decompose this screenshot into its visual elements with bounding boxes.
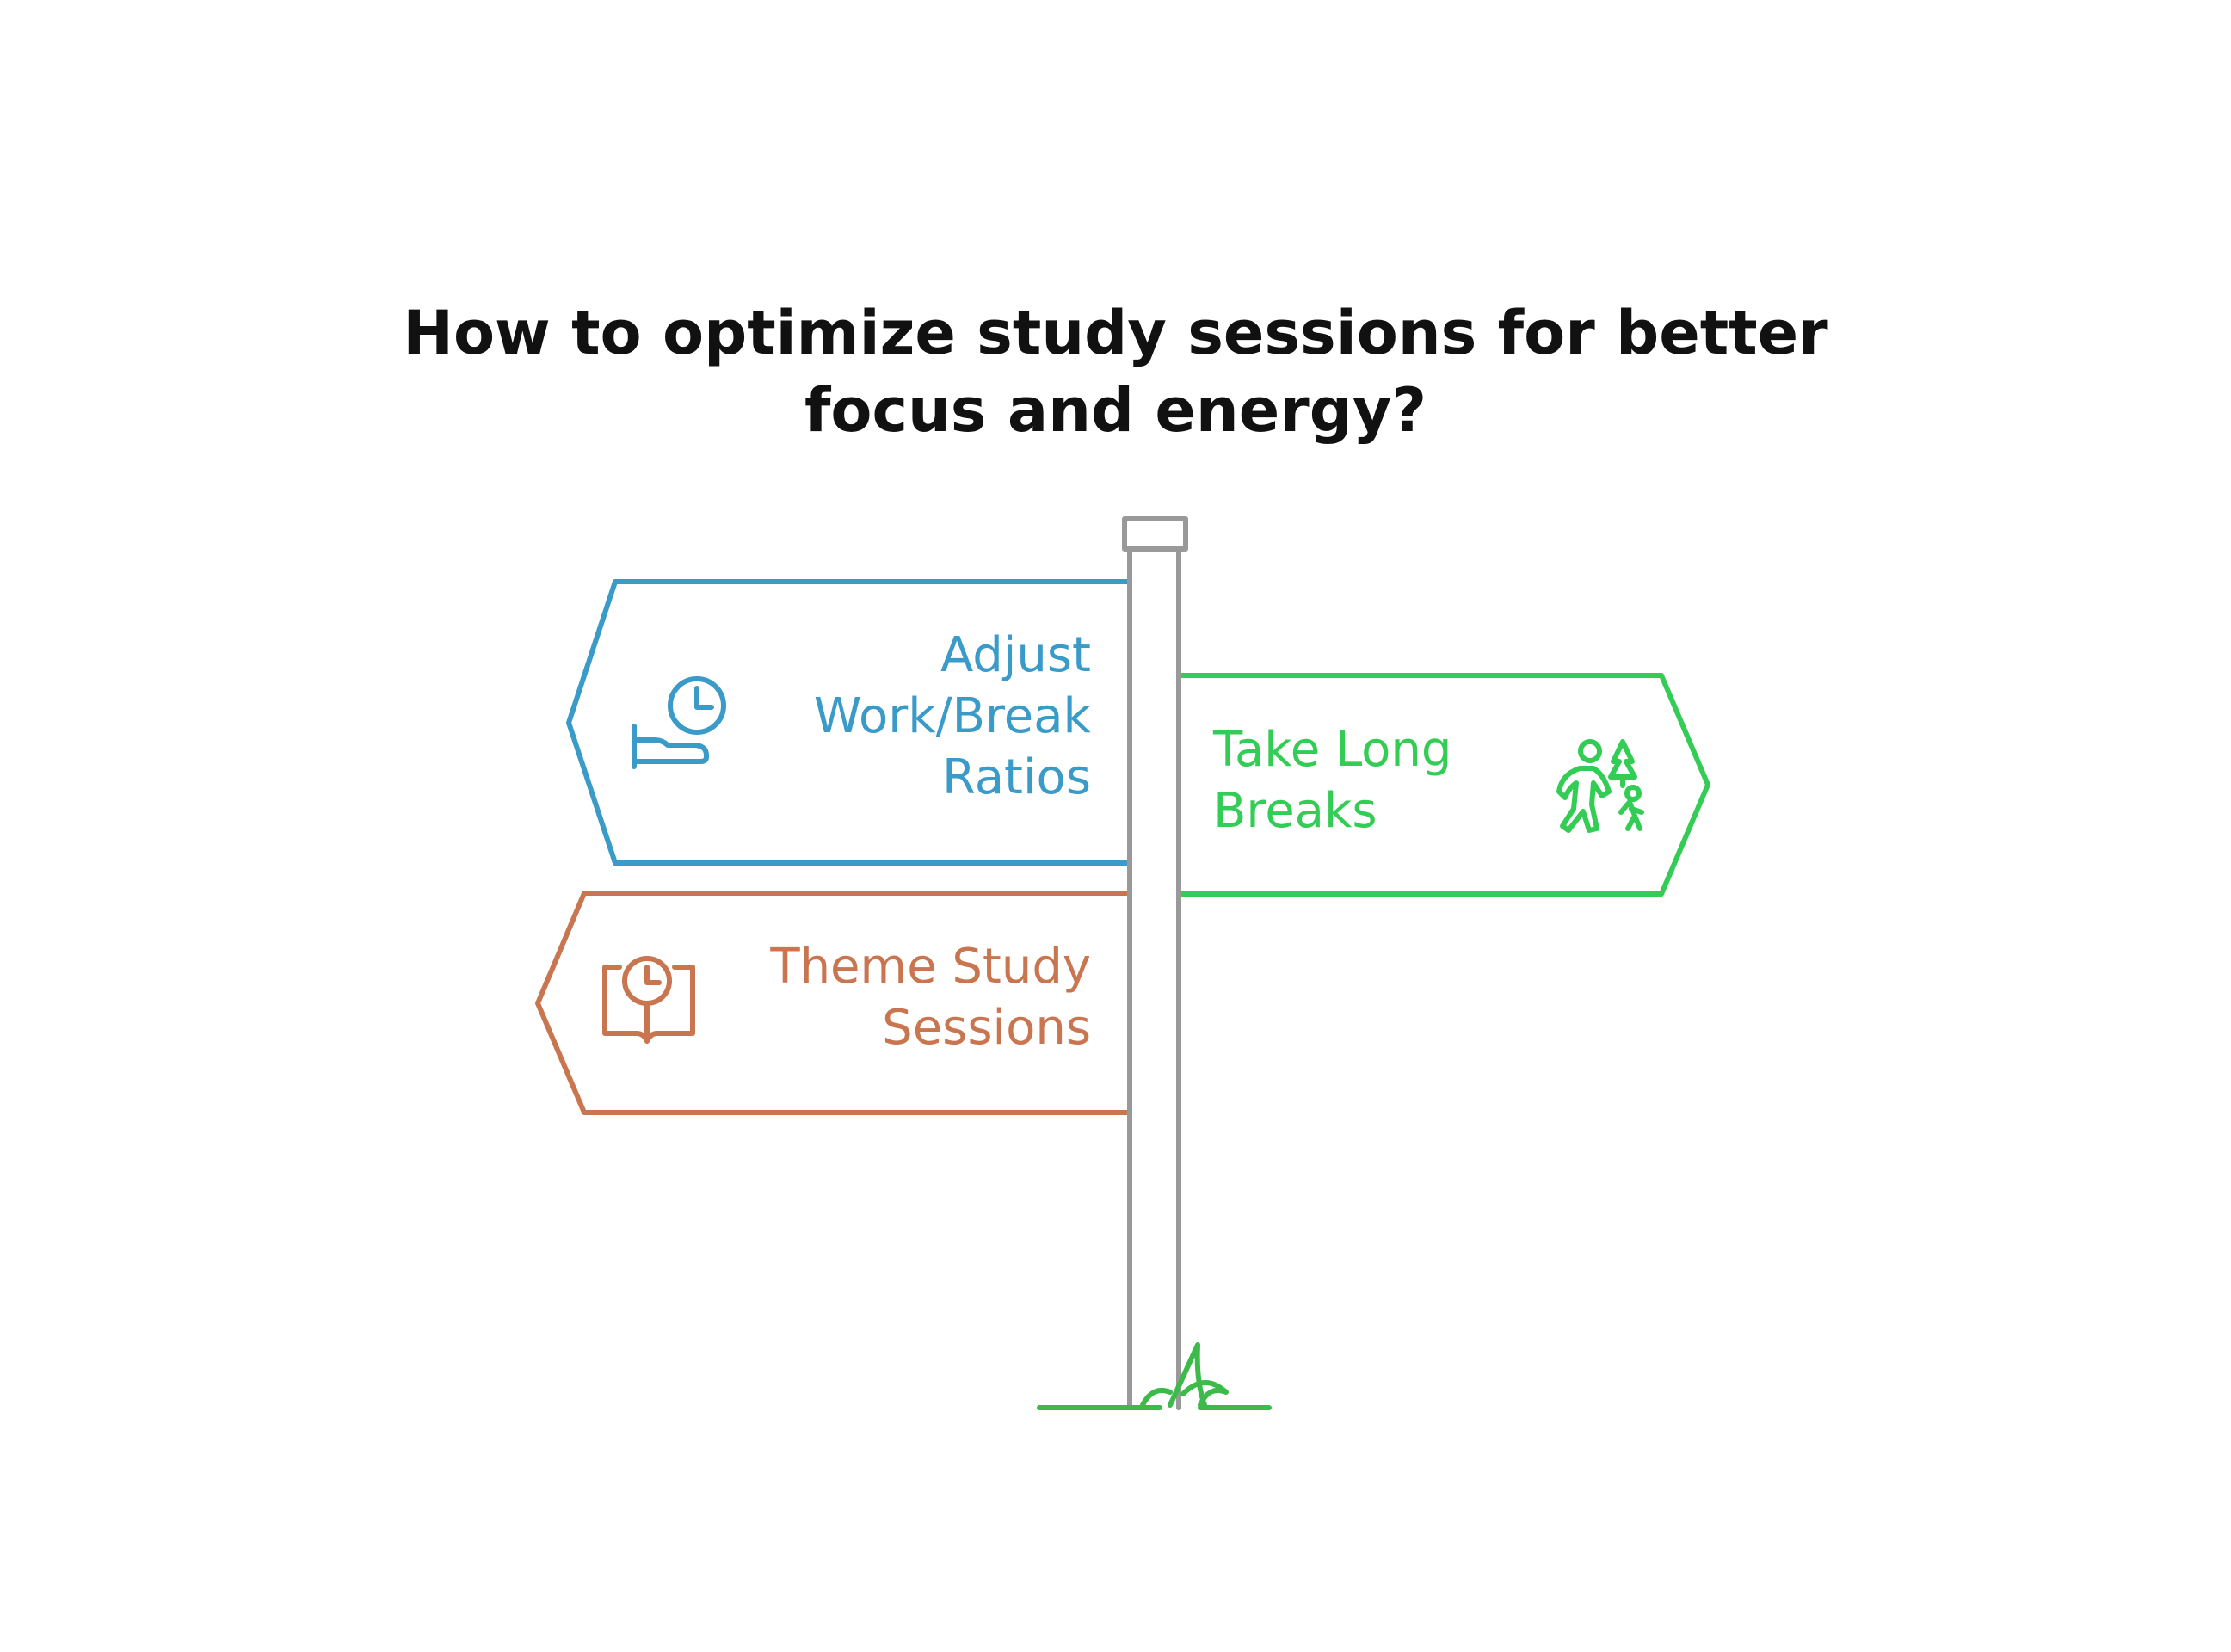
- label-take-long-breaks: Take Long Breaks: [1213, 719, 1451, 841]
- label-theme-study-sessions: Theme Study Sessions: [770, 936, 1091, 1058]
- sign-take-long-breaks: [1176, 673, 1710, 897]
- label-line: Ratios: [942, 749, 1091, 805]
- label-line: Take Long: [1213, 722, 1452, 778]
- label-line: Theme Study: [770, 939, 1091, 995]
- post-cap: [1122, 516, 1188, 552]
- book-clock-icon: [602, 956, 695, 1044]
- label-line: Sessions: [882, 1000, 1091, 1056]
- grass-tuft: [1140, 1342, 1229, 1408]
- title-line-1: How to optimize study sessions for bette…: [403, 298, 1828, 368]
- sign-theme-study-sessions: [535, 891, 1132, 1115]
- label-line: Breaks: [1213, 783, 1377, 839]
- hand-clock-icon: [632, 676, 726, 769]
- ground-grass: [1037, 1342, 1272, 1410]
- page-title: How to optimize study sessions for bette…: [0, 294, 2231, 449]
- walking-tree-icon: [1556, 739, 1644, 833]
- sign-adjust-work-break-ratios: [566, 579, 1132, 866]
- label-line: Adjust: [940, 627, 1091, 683]
- label-line: Work/Break: [813, 688, 1091, 744]
- label-adjust-work-break-ratios: Adjust Work/Break Ratios: [814, 625, 1091, 808]
- title-line-2: focus and energy?: [804, 375, 1427, 446]
